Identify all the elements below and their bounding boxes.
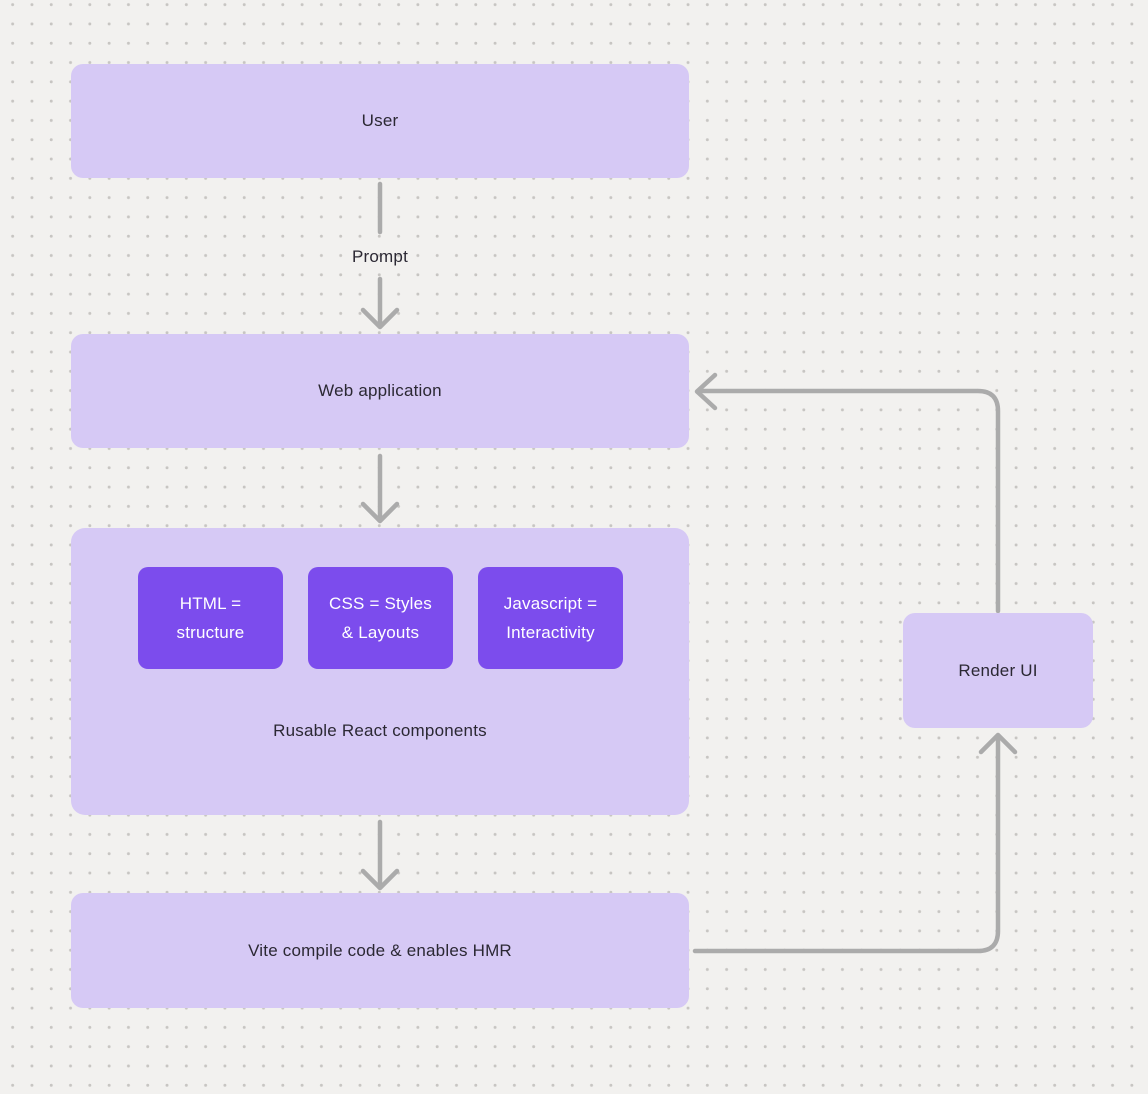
node-javascript-interactivity[interactable]: Javascript = Interactivity <box>478 567 623 669</box>
arrowhead-down-icon <box>360 501 400 524</box>
node-web-application[interactable]: Web application <box>71 334 689 448</box>
component-label-line: CSS = Styles <box>328 594 433 613</box>
node-render-ui[interactable]: Render UI <box>903 613 1093 728</box>
arrowhead-up-icon <box>978 732 1018 755</box>
connector-segment[interactable] <box>698 388 1001 614</box>
node-html-structure[interactable]: HTML = structure <box>138 567 283 669</box>
component-label-line: HTML = <box>179 594 242 613</box>
arrowhead-left-icon <box>694 372 718 411</box>
arrowhead-down-icon <box>360 868 400 891</box>
node-css-styles[interactable]: CSS = Styles & Layouts <box>308 567 453 669</box>
arrowhead-down-icon <box>360 307 400 330</box>
component-label-line: Javascript = <box>503 594 598 613</box>
component-label-line: & Layouts <box>341 623 420 642</box>
node-render-ui-label: Render UI <box>958 660 1038 680</box>
connector-webapp-to-components[interactable] <box>360 453 400 524</box>
connector-renderui-to-webapp[interactable] <box>694 372 1001 614</box>
edge-label-prompt: Prompt <box>352 247 408 266</box>
connector-components-to-vite[interactable] <box>360 819 400 891</box>
node-user[interactable]: User <box>71 64 689 178</box>
component-label-line: structure <box>176 623 245 642</box>
react-components-caption: Rusable React components <box>273 721 487 740</box>
connector-segment[interactable] <box>692 735 1001 954</box>
node-web-application-label: Web application <box>318 381 442 400</box>
node-vite[interactable]: Vite compile code & enables HMR <box>71 893 689 1008</box>
node-vite-label: Vite compile code & enables HMR <box>248 940 512 960</box>
component-label-line: Interactivity <box>506 623 595 642</box>
connector-vite-to-renderui[interactable] <box>692 732 1018 954</box>
node-user-label: User <box>361 111 399 130</box>
